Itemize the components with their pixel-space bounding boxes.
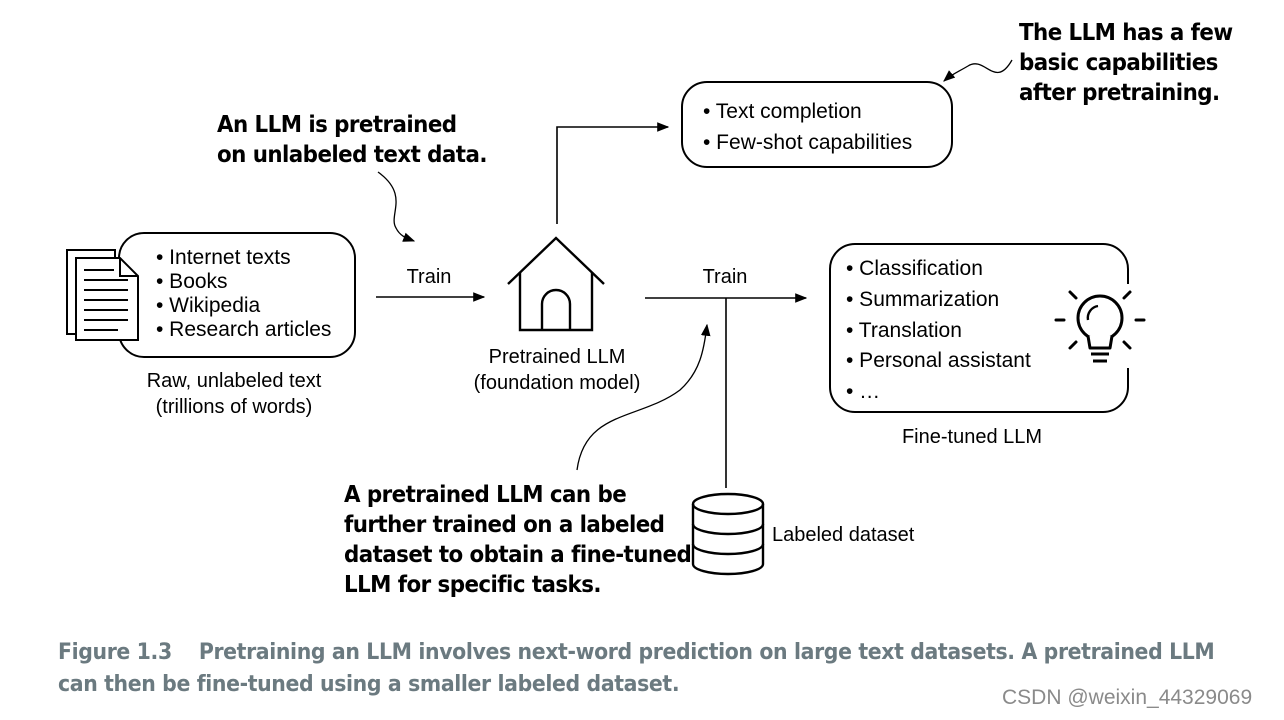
finetune-annotation: A pretrained LLM can be further trained …: [344, 480, 692, 600]
dataset-label: Labeled dataset: [772, 524, 915, 546]
pretrain-annotation: An LLM is pretrained on unlabeled text d…: [217, 110, 487, 170]
pretrain-annotation-line-2: on unlabeled text data.: [217, 142, 487, 168]
lightbulb-icon: [1054, 284, 1146, 368]
raw-text-label: Raw, unlabeled text (trillions of words): [118, 368, 350, 420]
finetune-annotation-line-3: dataset to obtain a fine-tuned: [344, 542, 692, 568]
database-icon: [691, 492, 765, 576]
list-item: • Summarization: [846, 287, 1000, 311]
list-item: • Research articles: [156, 318, 332, 341]
capabilities-arrow: [556, 122, 670, 224]
finetune-annotation-line-1: A pretrained LLM can be: [344, 482, 627, 508]
list-item: • Personal assistant: [846, 349, 1031, 373]
capabilities-annotation-line-3: after pretraining.: [1019, 80, 1220, 106]
raw-text-box: • Internet texts • Books • Wikipedia • R…: [118, 232, 356, 358]
list-item: • Internet texts: [156, 246, 291, 269]
list-item: • Wikipedia: [156, 294, 261, 317]
pretrained-label: Pretrained LLM (foundation model): [457, 344, 657, 396]
list-item: • Translation: [846, 318, 962, 342]
train-label-2: Train: [702, 266, 748, 288]
finetuned-label: Fine-tuned LLM: [901, 426, 1043, 448]
document-stack-icon: [66, 249, 139, 341]
pretrain-annotation-line-1: An LLM is pretrained: [217, 112, 457, 138]
capabilities-annotation-line-1: The LLM has a few: [1019, 20, 1233, 46]
finetune-annotation-line-4: LLM for specific tasks.: [344, 572, 602, 598]
capabilities-note-arrow: [943, 59, 1013, 82]
finetune-note-arrow: [576, 323, 711, 471]
finetuned-list: • Classification • Summarization • Trans…: [846, 254, 1031, 408]
raw-text-label-line-1: Raw, unlabeled text: [146, 370, 322, 392]
list-item: • Books: [156, 270, 228, 293]
figure-caption: Figure 1.3 Pretraining an LLM involves n…: [58, 637, 1215, 701]
list-item: • Classification: [846, 257, 983, 280]
figure-caption-line-2: can then be fine-tuned using a smaller l…: [58, 672, 680, 697]
raw-text-list: • Internet texts • Books • Wikipedia • R…: [156, 246, 331, 342]
list-item: • Text completion: [703, 100, 862, 123]
list-item: • …: [846, 380, 881, 404]
capabilities-box: • Text completion • Few-shot capabilitie…: [681, 81, 953, 168]
raw-text-label-line-2: (trillions of words): [155, 396, 313, 418]
finetune-annotation-line-2: further trained on a labeled: [344, 512, 665, 538]
house-icon: [507, 236, 605, 332]
figure-caption-line-1: Figure 1.3 Pretraining an LLM involves n…: [58, 640, 1215, 665]
capabilities-annotation: The LLM has a few basic capabilities aft…: [1019, 18, 1233, 108]
list-item: • Few-shot capabilities: [703, 131, 913, 154]
pretrained-label-line-1: Pretrained LLM: [488, 346, 626, 368]
pretrained-label-line-2: (foundation model): [473, 372, 641, 394]
capabilities-annotation-line-2: basic capabilities: [1019, 50, 1218, 76]
pretrain-note-arrow: [377, 171, 416, 242]
train-label-1: Train: [406, 266, 452, 288]
capabilities-list: • Text completion • Few-shot capabilitie…: [703, 96, 912, 158]
watermark: CSDN @weixin_44329069: [1002, 686, 1253, 709]
